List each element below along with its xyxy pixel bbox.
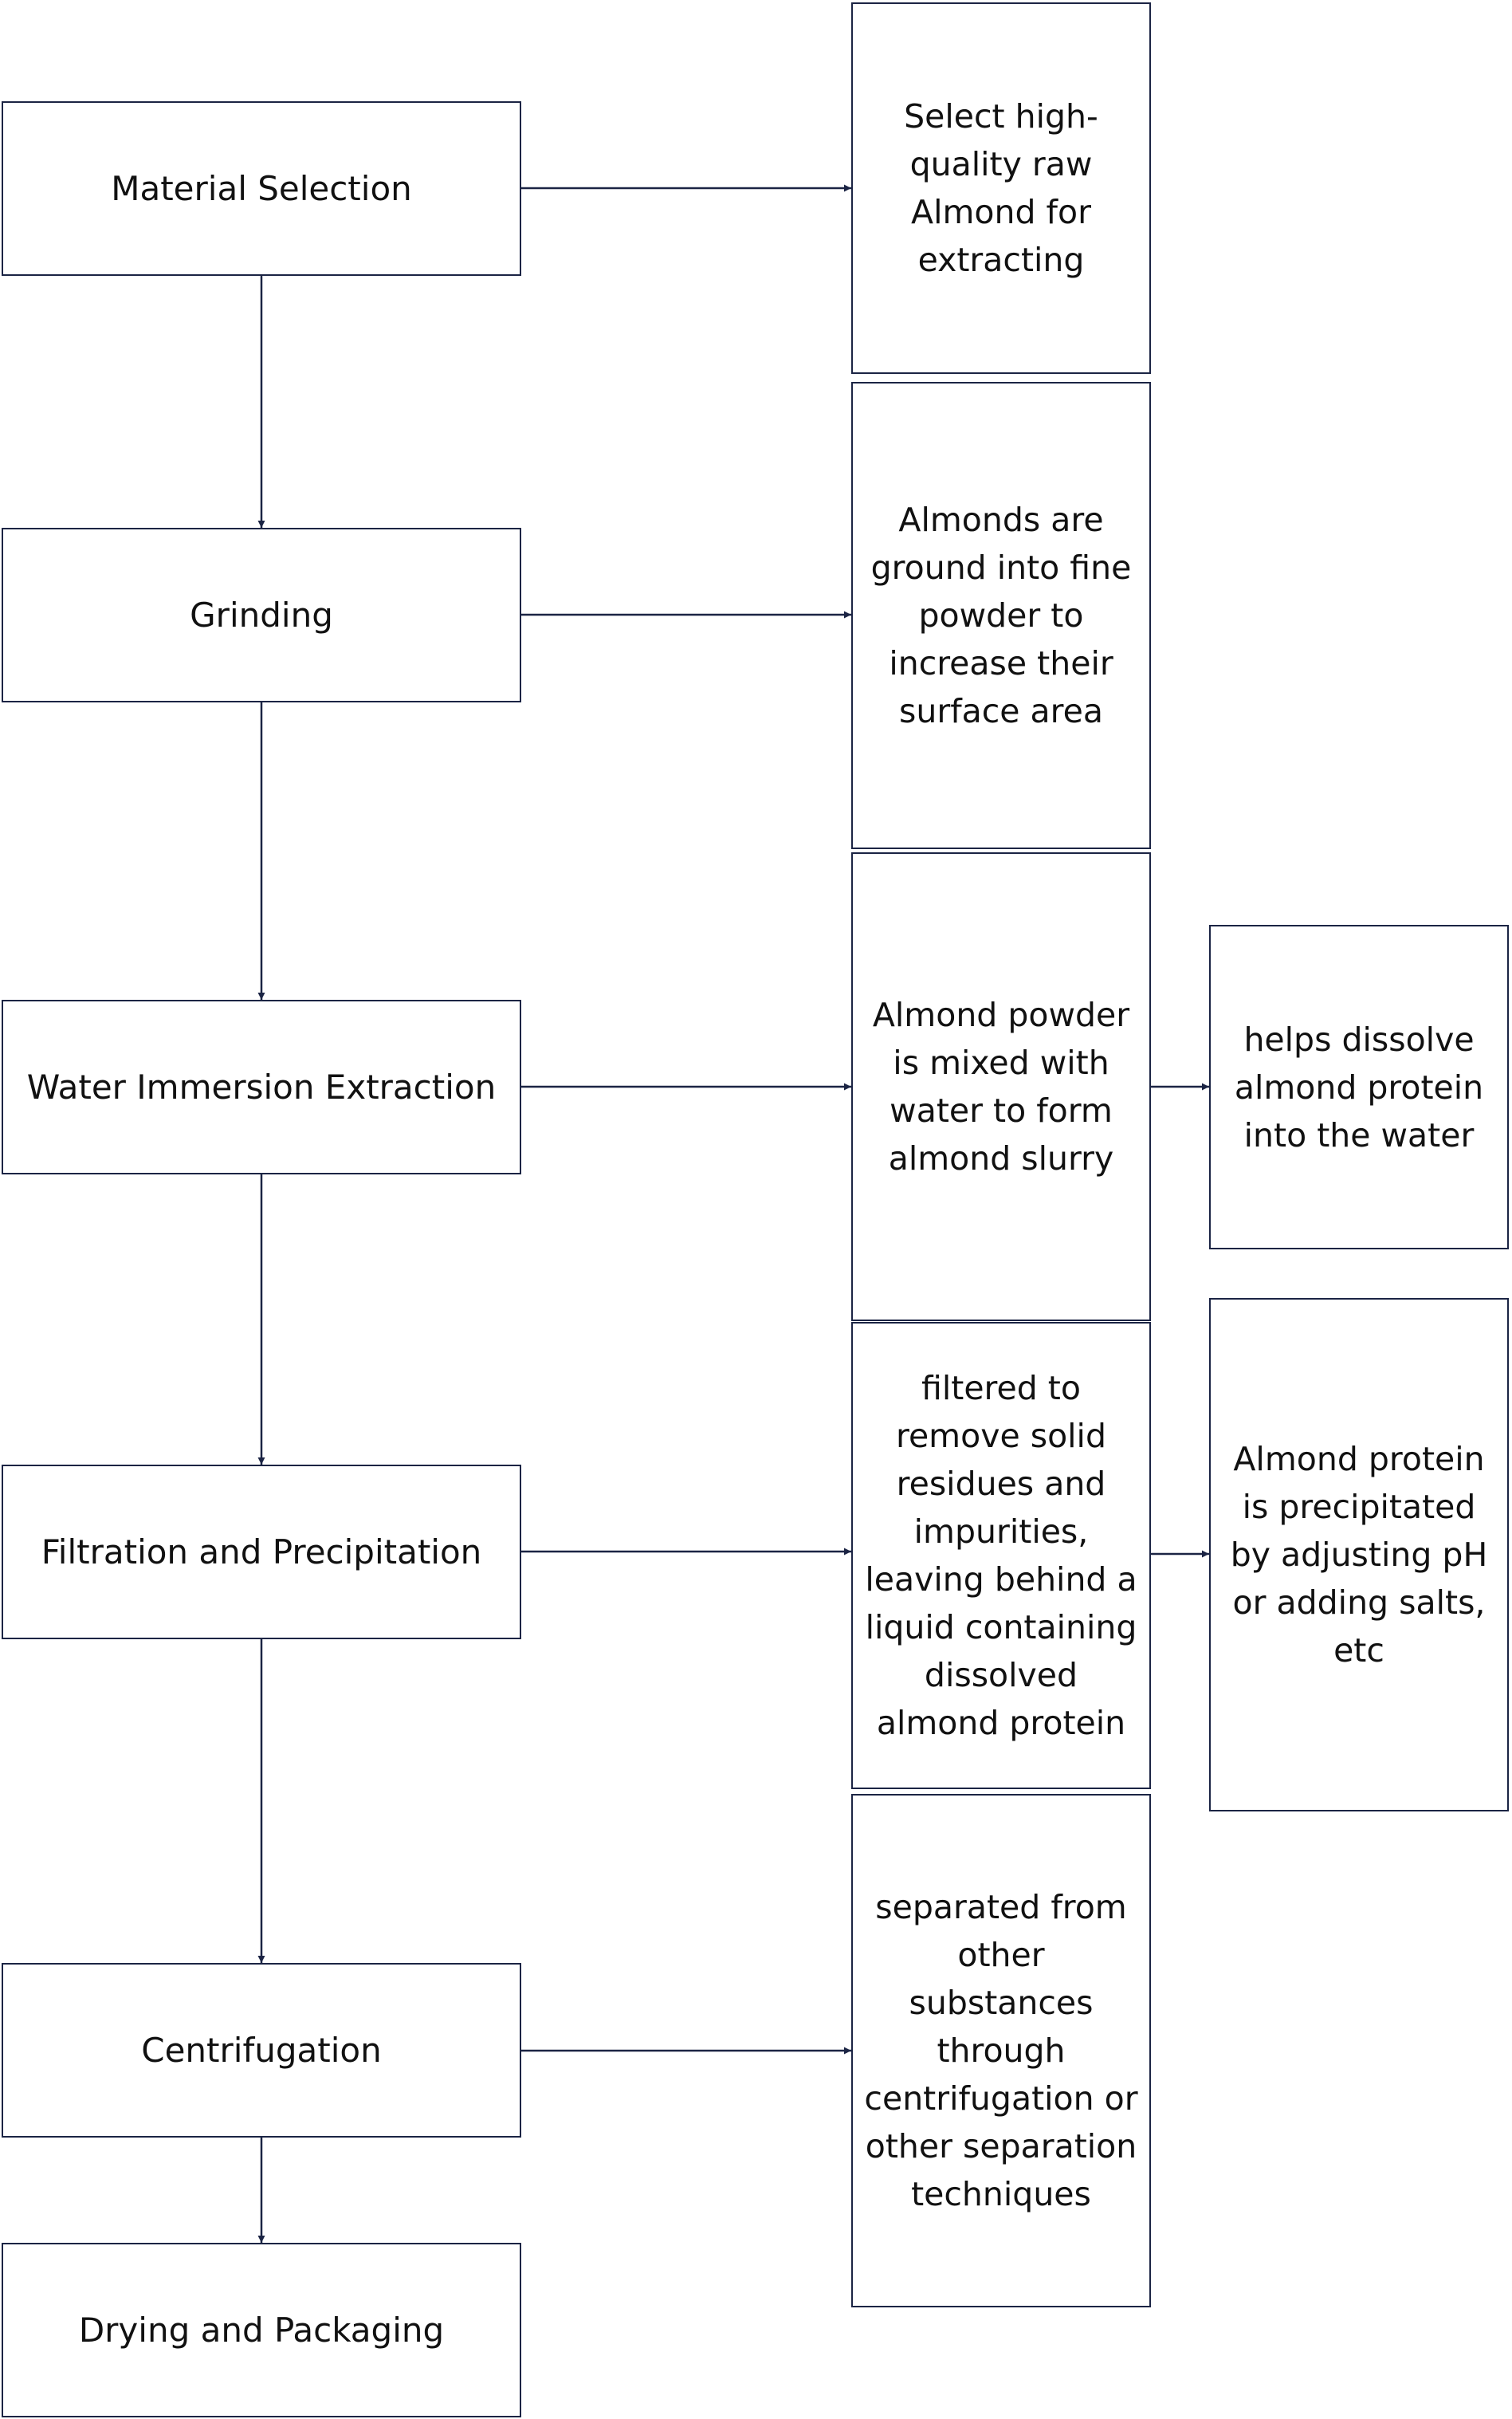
detail-centrifugation: separated from other substances through … — [851, 1794, 1151, 2307]
step-filtration-and-precipitation: Filtration and Precipitation — [2, 1465, 521, 1639]
note-dissolve-protein: helps dissolve almond protein into the w… — [1209, 925, 1509, 1249]
step-label: Water Immersion Extraction — [26, 1067, 497, 1107]
step-label: Drying and Packaging — [78, 2310, 445, 2350]
note-text: Almond protein is precipitated by adjust… — [1230, 1440, 1488, 1670]
note-precipitate-protein: Almond protein is precipitated by adjust… — [1209, 1298, 1509, 1811]
step-centrifugation: Centrifugation — [2, 1963, 521, 2138]
step-label: Centrifugation — [141, 2030, 382, 2070]
step-drying-and-packaging: Drying and Packaging — [2, 2243, 521, 2417]
detail-text: Almond powder is mixed with water to for… — [872, 996, 1130, 1178]
step-grinding: Grinding — [2, 528, 521, 702]
detail-text: separated from other substances through … — [864, 1888, 1138, 2213]
step-label: Grinding — [190, 595, 333, 635]
detail-water-immersion-extraction: Almond powder is mixed with water to for… — [851, 852, 1151, 1321]
note-text: helps dissolve almond protein into the w… — [1234, 1020, 1484, 1154]
detail-text: Almonds are ground into fine powder to i… — [870, 501, 1132, 730]
step-label: Filtration and Precipitation — [41, 1532, 482, 1571]
step-material-selection: Material Selection — [2, 101, 521, 276]
detail-filtration-and-precipitation: filtered to remove solid residues and im… — [851, 1322, 1151, 1789]
detail-text: filtered to remove solid residues and im… — [865, 1369, 1137, 1742]
detail-grinding: Almonds are ground into fine powder to i… — [851, 382, 1151, 849]
step-water-immersion-extraction: Water Immersion Extraction — [2, 1000, 521, 1174]
detail-text: Select high-quality raw Almond for extra… — [904, 97, 1098, 279]
detail-material-selection: Select high-quality raw Almond for extra… — [851, 2, 1151, 374]
step-label: Material Selection — [111, 168, 412, 208]
